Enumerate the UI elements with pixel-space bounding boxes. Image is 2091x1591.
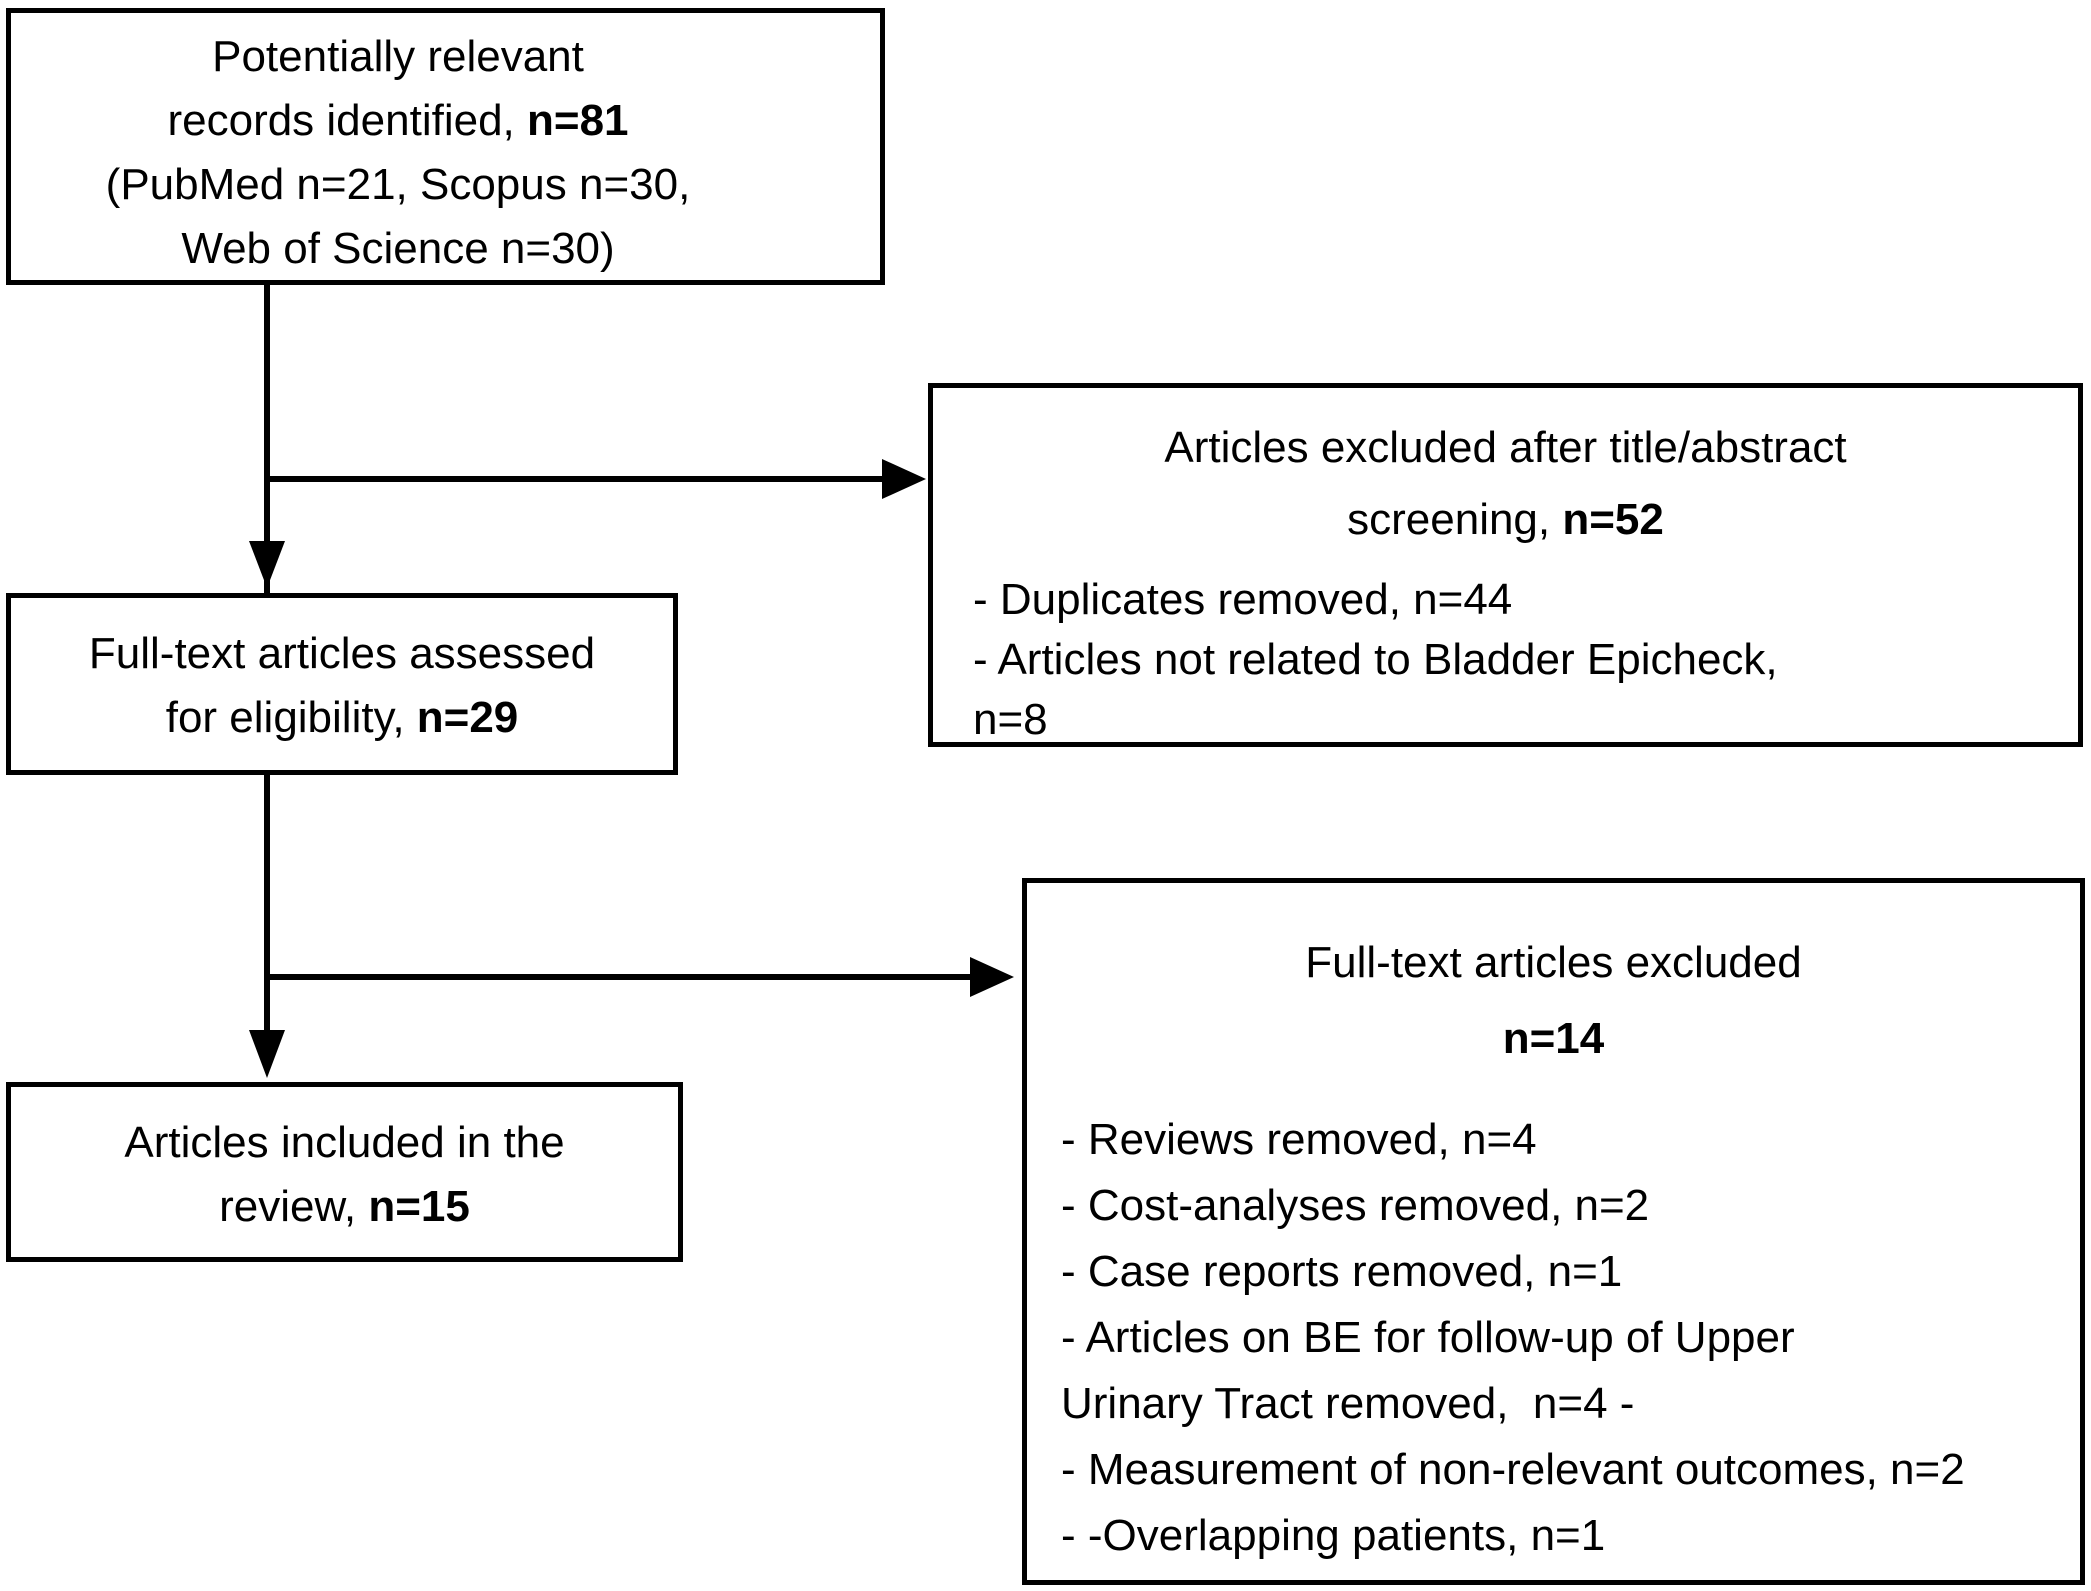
- box-text-line: review, n=15: [11, 1175, 678, 1239]
- arrow-right-to-screening-excluded: [267, 459, 926, 499]
- box-text-line: Articles included in the: [11, 1111, 678, 1175]
- box-excluded-screening: Articles excluded after title/abstract s…: [928, 383, 2083, 747]
- text-segment: Articles excluded after title/abstract: [1164, 423, 1847, 472]
- count-bold: n=81: [527, 96, 629, 145]
- text-segment: Web of Science n=30): [181, 224, 615, 273]
- arrow-down-fulltext-to-included: [249, 1030, 285, 1078]
- list-item: - Case reports removed, n=1: [1061, 1247, 1623, 1296]
- box-title: Articles excluded after title/abstract s…: [933, 388, 2078, 556]
- list-item-continuation: Urinary Tract removed, n=4 -: [1061, 1379, 1635, 1428]
- count-bold: n=29: [416, 693, 519, 742]
- text-segment: Full-text articles assessed: [88, 629, 596, 678]
- list-item: n=8: [973, 695, 1048, 744]
- list-item: - Cost-analyses removed, n=2: [1061, 1181, 1650, 1230]
- text-segment: (PubMed n=21, Scopus n=30,: [105, 160, 691, 209]
- count-bold: n=52: [1562, 495, 1664, 544]
- box-text-line: Full-text articles excluded: [1027, 925, 2080, 1001]
- list-item: - Articles on BE for follow-up of Upper: [1061, 1313, 1795, 1362]
- box-text-line: Full-text articles assessed: [11, 622, 673, 686]
- list-item: - Reviews removed, n=4: [1061, 1115, 1537, 1164]
- box-text-line: records identified, n=81: [21, 89, 775, 153]
- list-item: - -Overlapping patients, n=1: [1061, 1511, 1606, 1560]
- text-segment: Full-text articles excluded: [1305, 938, 1802, 987]
- box-text-line: screening, n=52: [933, 484, 2078, 556]
- box-text-line: (PubMed n=21, Scopus n=30,: [21, 153, 775, 217]
- box-fulltext-assessed: Full-text articles assessed for eligibil…: [6, 593, 678, 775]
- exclusion-reason-list: - Duplicates removed, n=44 - Articles no…: [933, 556, 2078, 750]
- count-bold: n=14: [1502, 1014, 1605, 1063]
- text-segment: for eligibility,: [165, 693, 417, 742]
- box-text-line: n=14: [1027, 1001, 2080, 1077]
- arrow-right-to-fulltext-excluded: [267, 957, 1014, 997]
- exclusion-reason-list: - Reviews removed, n=4 - Cost-analyses r…: [1027, 1077, 2080, 1569]
- box-records-identified: Potentially relevant records identified,…: [6, 8, 885, 285]
- list-item: - Duplicates removed, n=44: [973, 575, 1513, 624]
- list-item: - Measurement of non-relevant outcomes, …: [1061, 1445, 1965, 1494]
- text-segment: Potentially relevant: [212, 32, 584, 81]
- box-text-line: Web of Science n=30): [21, 217, 775, 281]
- text-segment: records identified,: [167, 96, 527, 145]
- text-segment: review,: [219, 1182, 369, 1231]
- box-text-line: Potentially relevant: [21, 25, 775, 89]
- text-segment: screening,: [1347, 495, 1563, 544]
- box-excluded-fulltext: Full-text articles excluded n=14 - Revie…: [1022, 878, 2085, 1585]
- box-text-line: for eligibility, n=29: [11, 686, 673, 750]
- box-title: Full-text articles excluded n=14: [1027, 883, 2080, 1077]
- list-item: - Articles not related to Bladder Epiche…: [973, 635, 1778, 684]
- count-bold: n=15: [368, 1182, 470, 1231]
- text-segment: Articles included in the: [124, 1118, 565, 1167]
- box-articles-included: Articles included in the review, n=15: [6, 1082, 683, 1262]
- box-text-line: Articles excluded after title/abstract: [933, 412, 2078, 484]
